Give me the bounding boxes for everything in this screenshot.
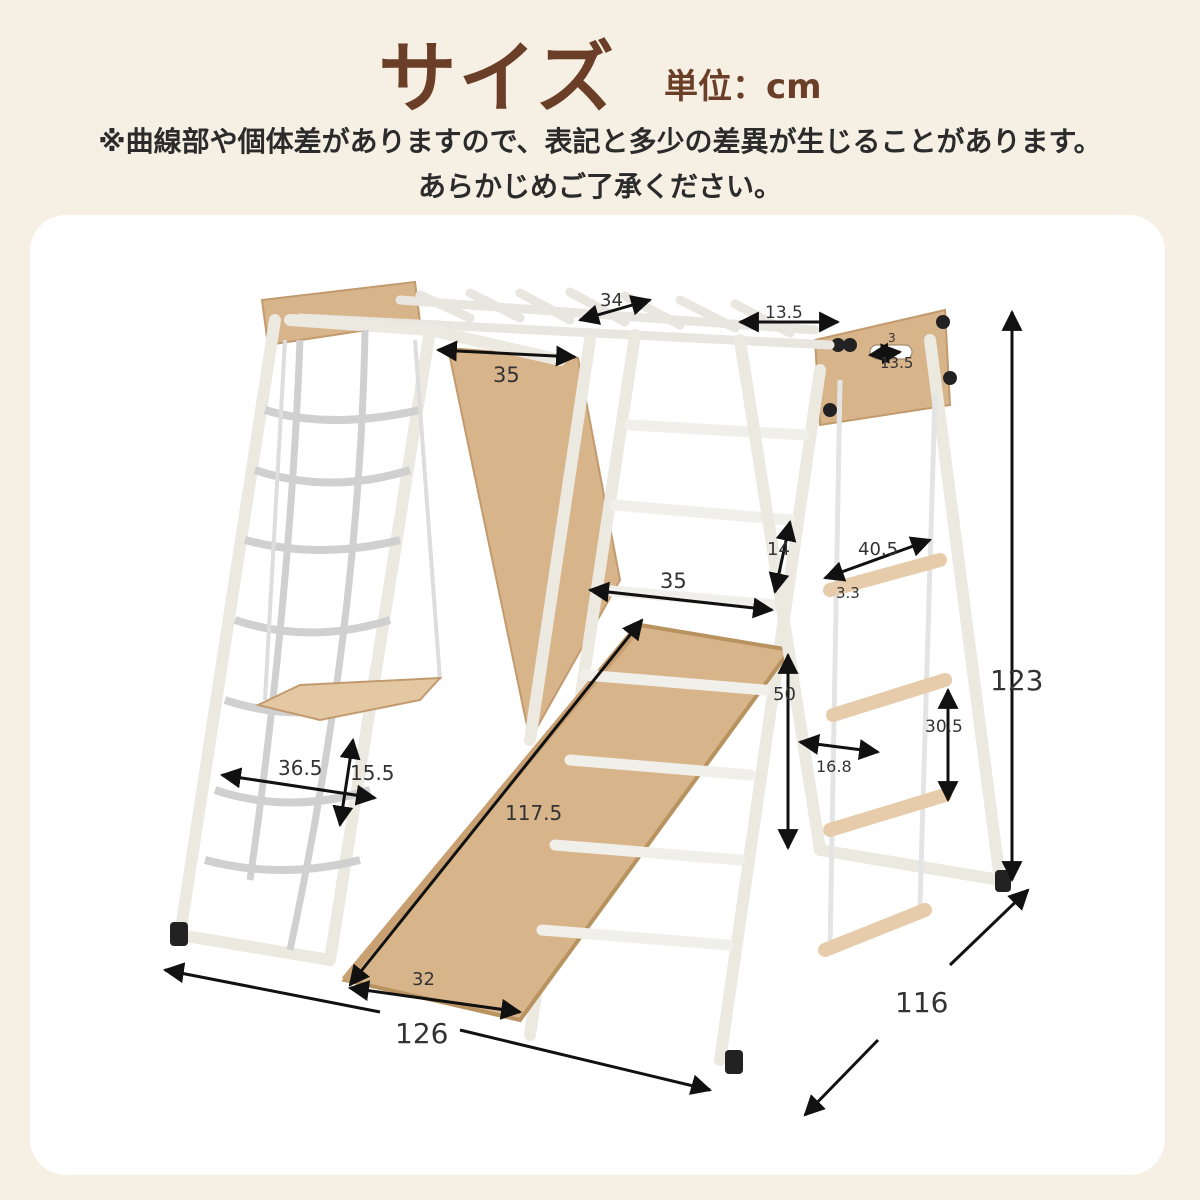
dim-rope-rung-spacing: 30.5 <box>925 717 963 737</box>
title-row: サイズ 単位：cm <box>0 18 1200 118</box>
dim-top-bar-spacing: 34 <box>600 290 623 311</box>
right-frame <box>734 334 1006 886</box>
dim-slide-top-width: 35 <box>493 363 520 387</box>
unit-label: 単位：cm <box>664 67 822 107</box>
dim-top-rung-gap: 13.5 <box>765 303 803 323</box>
dim-ladder-rung-spacing: 14 <box>767 539 790 560</box>
dim-handle-width: 3 <box>888 331 896 345</box>
dimension-arrows <box>162 295 1030 1117</box>
disclaimer-line-1: ※曲線部や個体差がありますので、表記と多少の差異が生じることがあります。 <box>98 125 1102 158</box>
dim-side-step-width: 16.8 <box>816 757 852 776</box>
dim-ladder-width: 35 <box>660 569 687 593</box>
dim-slide-length: 117.5 <box>505 801 562 825</box>
dim-width: 126 <box>395 1017 448 1050</box>
swing-seat <box>255 339 443 722</box>
dim-net-cell-height: 15.5 <box>350 761 395 785</box>
dim-net-width: 36.5 <box>278 756 323 780</box>
dim-rope-rung-diameter: 3.3 <box>836 584 860 602</box>
dim-rope-ladder-width: 40.5 <box>858 539 898 560</box>
rope-net <box>203 329 421 951</box>
dim-slide-width: 32 <box>412 969 435 990</box>
dim-depth: 116 <box>895 986 948 1019</box>
page-title: サイズ <box>378 34 617 124</box>
top-board-left <box>260 280 422 347</box>
dim-height: 123 <box>990 664 1043 697</box>
dim-handle-length: 13.5 <box>880 354 913 372</box>
disclaimer-line-2: あらかじめご了承ください。 <box>417 170 782 203</box>
dim-side-ladder-height: 50 <box>773 684 796 705</box>
